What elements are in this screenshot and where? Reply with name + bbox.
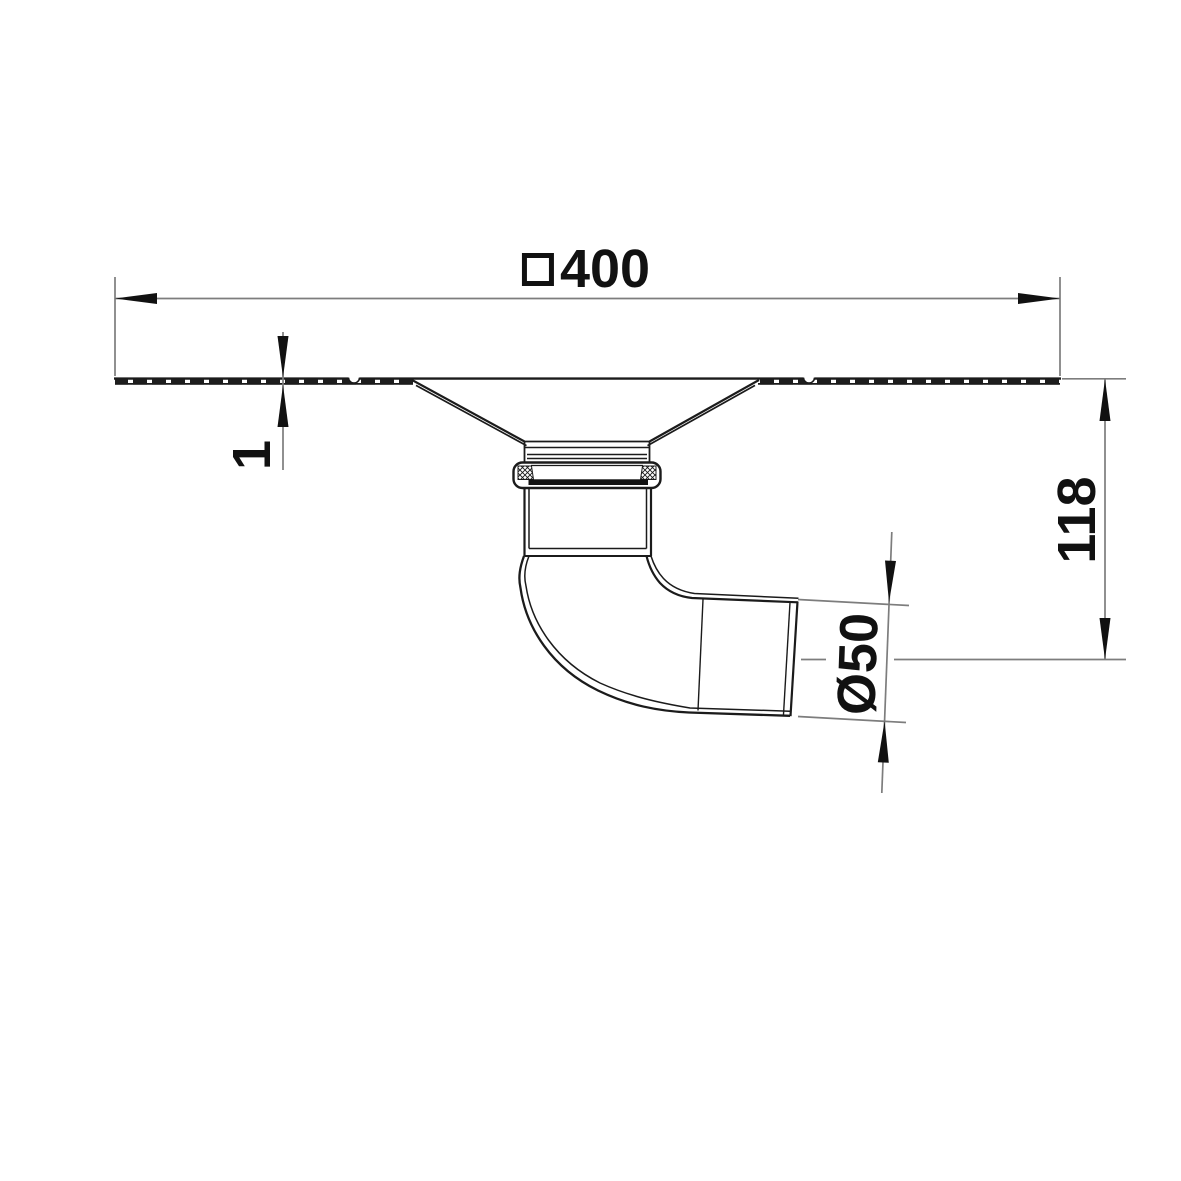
dim-plate-thickness bbox=[277, 332, 289, 470]
funnel-left-inner bbox=[415, 384, 527, 447]
funnel-right-outer bbox=[648, 379, 760, 443]
outlet-transition-line bbox=[697, 599, 704, 711]
arrowhead-top bbox=[277, 336, 289, 378]
gasket-hatch-left bbox=[517, 465, 535, 480]
elbow-inner-outer-line bbox=[650, 555, 799, 600]
dim-plate-width bbox=[114, 277, 1061, 376]
plate-section-right bbox=[758, 377, 1060, 385]
arrowhead-right bbox=[1018, 293, 1060, 304]
plate-section-left bbox=[115, 377, 413, 385]
square-symbol bbox=[521, 253, 554, 286]
arrowhead-bottom bbox=[1099, 618, 1111, 660]
dim-outlet-height bbox=[801, 377, 1126, 661]
elbow-inner-curve bbox=[645, 555, 799, 604]
part-socket-pipe bbox=[523, 487, 653, 557]
arrowhead-bottom bbox=[277, 385, 289, 427]
outlet-face-outer bbox=[789, 601, 799, 717]
arrowhead-bottom bbox=[877, 721, 889, 763]
plate-notch-right bbox=[803, 372, 815, 383]
extension-line-top bbox=[797, 598, 910, 607]
part-spigot-ribs bbox=[523, 440, 651, 463]
arrowhead-top bbox=[1099, 379, 1111, 421]
outlet-face-inner bbox=[782, 602, 791, 715]
part-funnel bbox=[411, 379, 760, 447]
arrowhead-top bbox=[885, 560, 896, 603]
part-plate bbox=[114, 372, 1061, 385]
dim-plate-thickness-label: 1 bbox=[222, 439, 282, 471]
part-elbow-outlet bbox=[518, 555, 799, 717]
gasket-lip bbox=[528, 479, 648, 485]
funnel-left-outer bbox=[411, 379, 526, 443]
extension-line-bottom bbox=[797, 715, 907, 724]
dim-outlet-height-label: 118 bbox=[1047, 476, 1107, 564]
funnel-right-inner bbox=[647, 384, 756, 447]
elbow-outer-inner-line bbox=[524, 555, 791, 712]
dim-outlet-diameter bbox=[797, 531, 910, 794]
plate-width-value: 400 bbox=[559, 239, 651, 299]
arrowhead-left bbox=[115, 293, 157, 304]
part-gasket-coupling bbox=[512, 461, 662, 490]
plate-notch-left bbox=[348, 372, 360, 383]
elbow-outer-curve bbox=[518, 555, 791, 717]
dim-plate-width-label: 400 bbox=[521, 239, 651, 299]
dim-outlet-diameter-label: Ø50 bbox=[826, 611, 890, 717]
gasket-hatch-right bbox=[639, 465, 657, 480]
